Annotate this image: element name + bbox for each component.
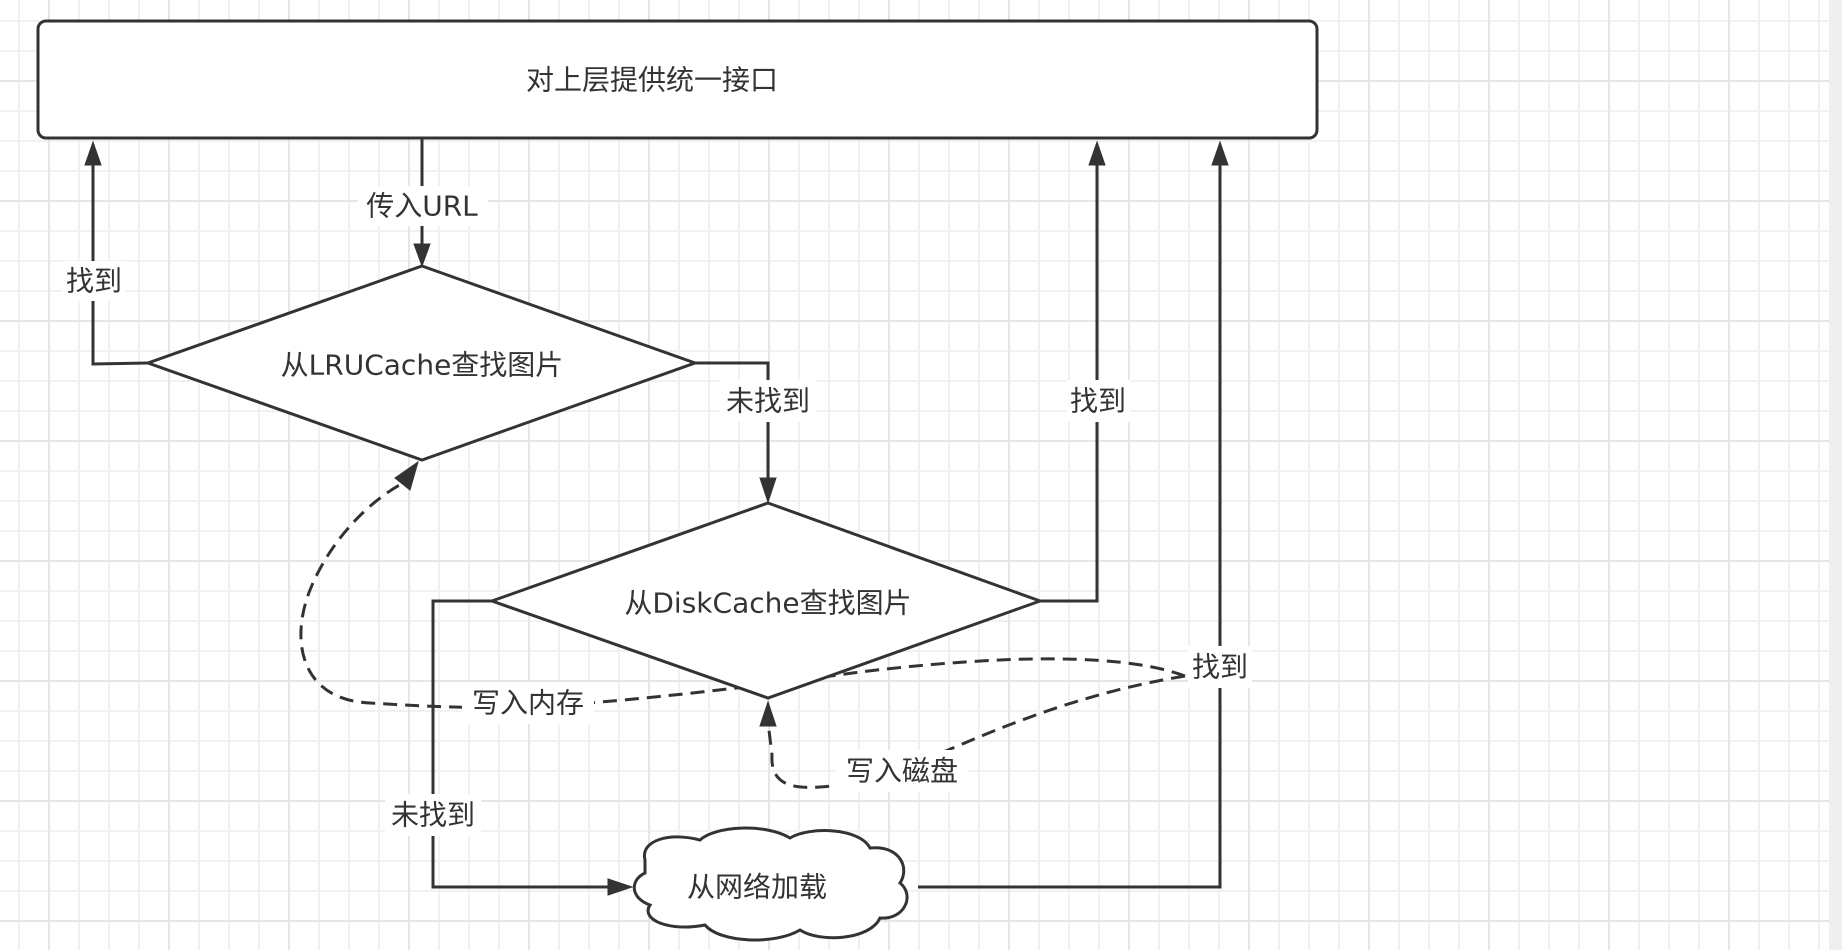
svg-text:找到: 找到 [66, 265, 122, 298]
svg-text:未找到: 未找到 [726, 385, 810, 418]
arrowhead-icon [1088, 140, 1106, 166]
arrowhead-icon [394, 460, 419, 491]
node-network-label: 从网络加载 [687, 871, 827, 904]
arrowhead-icon [413, 243, 431, 268]
edge-disk-not-found-to-network[interactable] [431, 599, 634, 896]
edge-label-write-disk: 写入磁盘 [836, 750, 968, 792]
arrowhead-icon [84, 140, 102, 166]
edge-lru-not-found-to-disk[interactable] [695, 361, 777, 504]
node-interface[interactable]: 对上层提供统一接口 [36, 19, 1319, 140]
svg-text:传入URL: 传入URL [366, 190, 478, 223]
svg-text:写入磁盘: 写入磁盘 [846, 755, 958, 788]
edge-label-write-memory: 写入内存 [462, 682, 594, 724]
svg-text:找到: 找到 [1070, 385, 1126, 418]
svg-text:未找到: 未找到 [391, 799, 475, 832]
node-network-cloud[interactable]: 从网络加载 [632, 826, 909, 942]
canvas-edge-strip [1829, 0, 1842, 950]
node-disk-decision[interactable]: 从DiskCache查找图片 [487, 501, 1045, 700]
node-disk-label: 从DiskCache查找图片 [624, 587, 911, 620]
edge-lru-found-to-interface[interactable] [84, 140, 149, 366]
arrowhead-icon [759, 700, 777, 727]
edge-write-disk[interactable] [759, 674, 1186, 789]
svg-text:写入内存: 写入内存 [472, 687, 584, 720]
edge-label-network-found: 找到 [1188, 646, 1252, 688]
edge-label-disk-not-found: 未找到 [385, 794, 481, 836]
node-interface-label: 对上层提供统一接口 [526, 64, 778, 97]
edge-disk-found-to-interface[interactable] [1040, 140, 1106, 603]
edge-network-found-to-interface[interactable] [918, 140, 1229, 889]
edge-label-disk-found: 找到 [1066, 380, 1130, 422]
node-lru-decision[interactable]: 从LRUCache查找图片 [143, 264, 700, 462]
arrowhead-icon [1211, 140, 1229, 166]
edge-label-lru-found: 找到 [62, 261, 126, 301]
edge-label-pass-url: 传入URL [358, 186, 488, 226]
svg-text:找到: 找到 [1192, 651, 1248, 684]
arrowhead-icon [607, 878, 634, 896]
arrowhead-icon [759, 477, 777, 504]
node-lru-label: 从LRUCache查找图片 [281, 349, 564, 382]
edge-label-lru-not-found: 未找到 [720, 380, 816, 422]
